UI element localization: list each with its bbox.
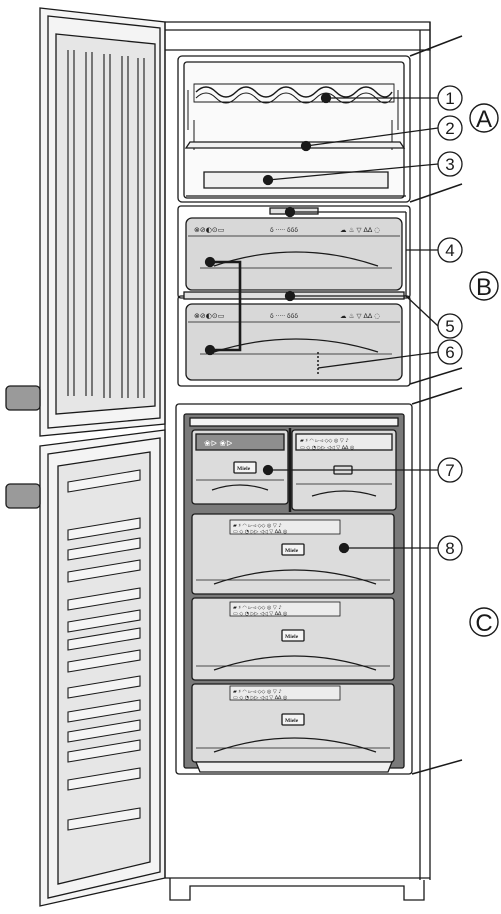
callout-5: 5 <box>437 313 463 339</box>
zone-a-compartment <box>177 55 411 203</box>
miele-badge-2: Miele <box>285 634 299 640</box>
drawer-upper-b[interactable]: ⊗⊘◐⊙▭ δ ····· δδδ ☁ ♨ ▽ ∆∆ ◌ <box>185 217 403 291</box>
leader-lines <box>204 92 439 554</box>
svg-text:⊗⊘◐⊙▭: ⊗⊘◐⊙▭ <box>194 226 224 234</box>
open-door <box>5 7 166 907</box>
miele-badge-1: Miele <box>285 548 299 554</box>
zone-c-compartment: ❀ᐅ ❀ᐅ ▰ ♯ ◠ ▻◅ ◇◇ ◎ ▽ ♪ ▭ ◇ ◔ ▷▷ ◁◁ ▽ ∆∆… <box>175 403 413 775</box>
freezer-drawer-2[interactable]: ▰ ♯ ◠ ▻◅ ◇◇ ◎ ▽ ♪ ▭ ◇ ◔ ▷▷ ◁◁ ▽ ∆∆ ◎ Mie… <box>191 597 395 681</box>
door-handle-lower <box>5 483 41 509</box>
svg-text:▰ ♯ ◠ ▻◅ ◇◇ ◎ ▽ ♪: ▰ ♯ ◠ ▻◅ ◇◇ ◎ ▽ ♪ <box>233 689 282 695</box>
svg-text:A: A <box>476 106 492 133</box>
svg-text:⊗⊘◐⊙▭: ⊗⊘◐⊙▭ <box>194 312 224 320</box>
door-handle-upper <box>5 385 41 411</box>
zone-b-compartment: ⊗⊘◐⊙▭ δ ····· δδδ ☁ ♨ ▽ ∆∆ ◌ ⊗⊘◐⊙▭ δ ···… <box>177 205 411 387</box>
callout-2: 2 <box>437 115 463 141</box>
zone-label-b: B <box>469 271 499 301</box>
miele-badge-3: Miele <box>285 718 299 724</box>
callout-4: 4 <box>437 237 463 263</box>
svg-text:2: 2 <box>445 119 454 138</box>
svg-text:☁ ♨ ▽ ∆∆ ◌: ☁ ♨ ▽ ∆∆ ◌ <box>340 312 380 320</box>
freezer-drawer-3[interactable]: ▰ ♯ ◠ ▻◅ ◇◇ ◎ ▽ ♪ ▭ ◇ ◔ ▷▷ ◁◁ ▽ ∆∆ ◎ Mie… <box>191 683 395 763</box>
callout-markers: 1 2 3 4 5 6 7 8 <box>437 85 463 561</box>
door-shelves-lower <box>67 469 141 831</box>
svg-text:6: 6 <box>445 343 454 362</box>
svg-text:▭ ◇ ◔ ▷▷ ◁◁ ▽ ∆∆ ◎: ▭ ◇ ◔ ▷▷ ◁◁ ▽ ∆∆ ◎ <box>233 611 288 617</box>
miele-badge-small: Miele <box>237 466 251 472</box>
svg-text:δ ····· δδδ: δ ····· δδδ <box>270 313 298 320</box>
drawer-lower-b[interactable]: ⊗⊘◐⊙▭ δ ····· δδδ ☁ ♨ ▽ ∆∆ ◌ <box>185 303 403 381</box>
callout-7: 7 <box>437 457 463 483</box>
svg-text:C: C <box>475 610 492 637</box>
air-filter-element <box>195 86 393 98</box>
svg-text:▰ ♯ ◠ ▻◅ ◇◇ ◎ ▽ ♪: ▰ ♯ ◠ ▻◅ ◇◇ ◎ ▽ ♪ <box>233 523 282 529</box>
callout-8: 8 <box>437 535 463 561</box>
svg-text:▰ ♯ ◠ ▻◅ ◇◇ ◎ ▽ ♪: ▰ ♯ ◠ ▻◅ ◇◇ ◎ ▽ ♪ <box>233 605 282 611</box>
svg-text:5: 5 <box>445 317 454 336</box>
callout-6: 6 <box>437 339 463 365</box>
svg-text:4: 4 <box>445 241 454 260</box>
svg-text:▰ ♯ ◠ ▻◅ ◇◇ ◎ ▽ ♪: ▰ ♯ ◠ ▻◅ ◇◇ ◎ ▽ ♪ <box>300 438 349 444</box>
svg-text:1: 1 <box>445 89 454 108</box>
svg-text:▭ ◇ ◔ ▷▷ ◁◁ ▽ ∆∆ ◎: ▭ ◇ ◔ ▷▷ ◁◁ ▽ ∆∆ ◎ <box>233 529 288 535</box>
svg-text:δ ····· δδδ: δ ····· δδδ <box>270 227 298 234</box>
glass-shelf <box>184 141 406 149</box>
zone-labels: A B C <box>469 103 499 637</box>
callout-3: 3 <box>437 151 463 177</box>
zone-boundary-lines <box>409 35 463 775</box>
svg-text:❀ᐅ ❀ᐅ: ❀ᐅ ❀ᐅ <box>204 439 232 448</box>
freezer-drawer-1[interactable]: ▰ ♯ ◠ ▻◅ ◇◇ ◎ ▽ ♪ ▭ ◇ ◔ ▷▷ ◁◁ ▽ ∆∆ ◎ Mie… <box>191 513 395 595</box>
svg-text:8: 8 <box>445 539 454 558</box>
zone-label-a: A <box>469 103 499 133</box>
zone-label-c: C <box>469 607 499 637</box>
svg-text:7: 7 <box>445 461 454 480</box>
bottle-tray <box>203 171 389 189</box>
svg-text:▭ ◇ ◔ ▷▷ ◁◁ ▽ ∆∆ ◎: ▭ ◇ ◔ ▷▷ ◁◁ ▽ ∆∆ ◎ <box>233 695 288 701</box>
svg-text:☁ ♨ ▽ ∆∆ ◌: ☁ ♨ ▽ ∆∆ ◌ <box>340 226 380 234</box>
svg-text:3: 3 <box>445 155 454 174</box>
svg-text:B: B <box>476 274 492 301</box>
callout-1: 1 <box>437 85 463 111</box>
svg-text:▭ ◇ ◔ ▷▷ ◁◁ ▽ ∆∆ ◎: ▭ ◇ ◔ ▷▷ ◁◁ ▽ ∆∆ ◎ <box>300 445 355 451</box>
door-ribs-upper <box>67 50 145 398</box>
